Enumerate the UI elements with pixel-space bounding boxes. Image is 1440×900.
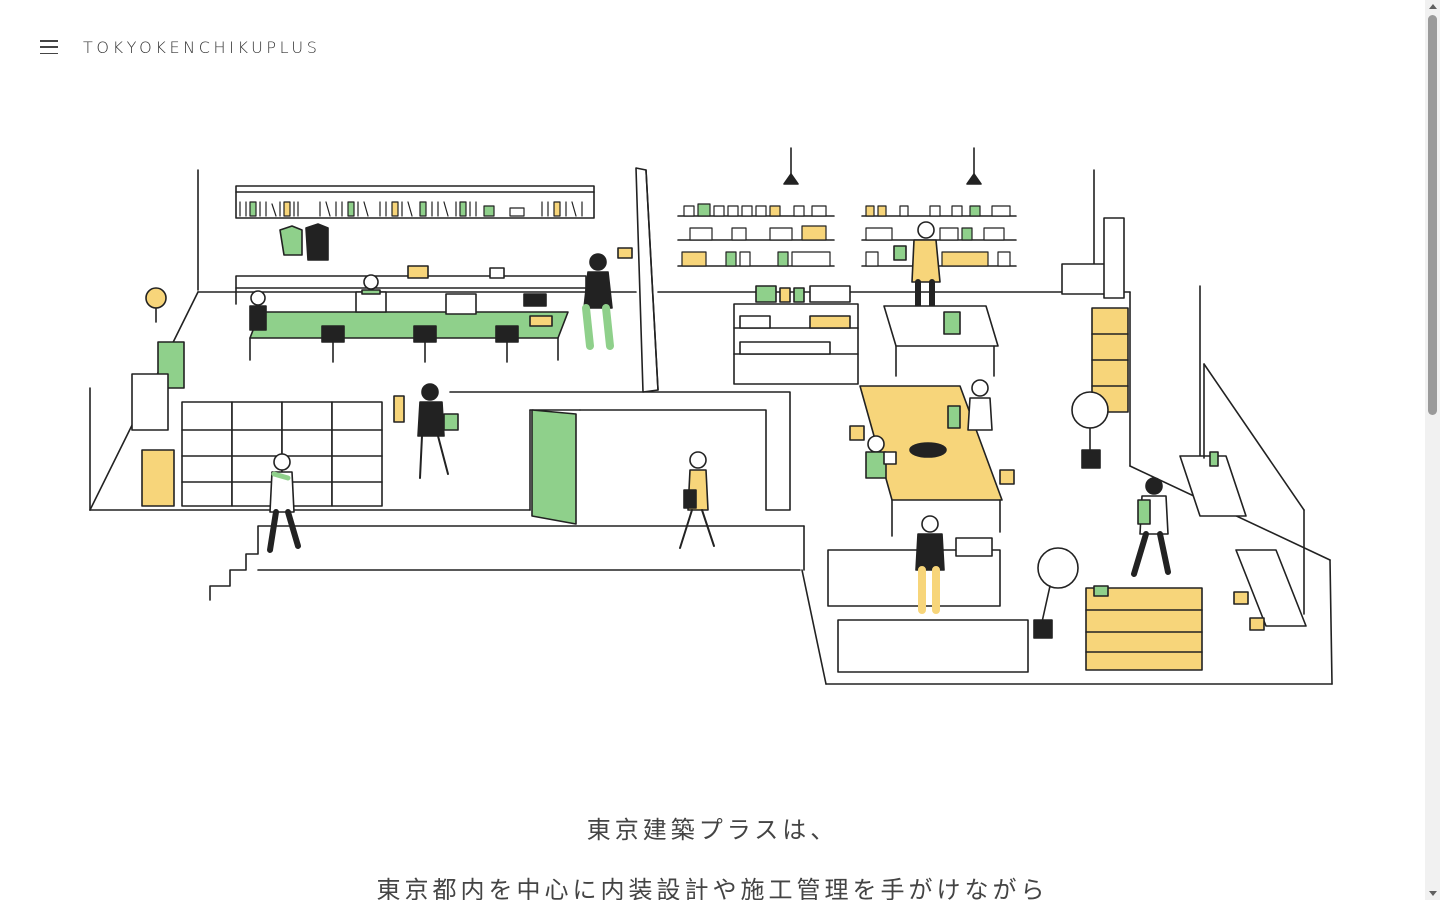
person-at-counter [915, 515, 945, 614]
right-room [257, 169, 1333, 685]
scroll-down-arrow-icon[interactable] [1429, 891, 1437, 896]
counter-desk [827, 537, 1029, 673]
person-walking-right [1131, 477, 1171, 577]
display-table [883, 305, 999, 377]
yellow-cabinet [1085, 585, 1203, 671]
person-seated-left [249, 290, 267, 331]
person-walking-green [267, 453, 301, 553]
wall-shelves-center [677, 203, 1017, 267]
intro-line-2: 東京都内を中心に内装設計や施工管理を手がけながら [376, 876, 1049, 900]
potted-plant-bottom [1033, 547, 1079, 639]
desk-area [235, 265, 587, 363]
scroll-up-arrow-icon[interactable] [1429, 4, 1437, 9]
scrollbar-thumb[interactable] [1428, 15, 1437, 415]
person-seated-green [865, 435, 897, 479]
hanging-coats [279, 223, 329, 261]
wall-plant-left [131, 287, 185, 507]
big-yellow-table [849, 385, 1015, 537]
right-wall-shelves [1061, 217, 1129, 413]
office-floor-illustration [89, 147, 1333, 685]
green-door [531, 409, 577, 525]
stairs [209, 525, 805, 601]
vertical-scrollbar[interactable] [1425, 0, 1440, 900]
potted-plant-right [1071, 391, 1109, 469]
right-bench-windows [1179, 363, 1307, 631]
person-with-box [393, 383, 459, 479]
person-seated-right [947, 379, 993, 431]
wall-bookshelf [235, 185, 595, 219]
island-bookshelf [733, 285, 859, 385]
pendant-lights [783, 147, 982, 185]
left-room [89, 167, 791, 511]
person-yellow-browsing [893, 221, 941, 309]
person-seated-monitor [361, 274, 381, 295]
site-logo[interactable]: TOKYOKENCHIKUPLUS [83, 37, 321, 57]
person-walking-bag [679, 451, 715, 549]
hamburger-menu-icon[interactable] [40, 40, 58, 54]
person-reaching-shelf [582, 247, 633, 350]
site-header: TOKYOKENCHIKUPLUS [40, 32, 320, 62]
intro-line-1: 東京建築プラスは、 [586, 816, 839, 844]
